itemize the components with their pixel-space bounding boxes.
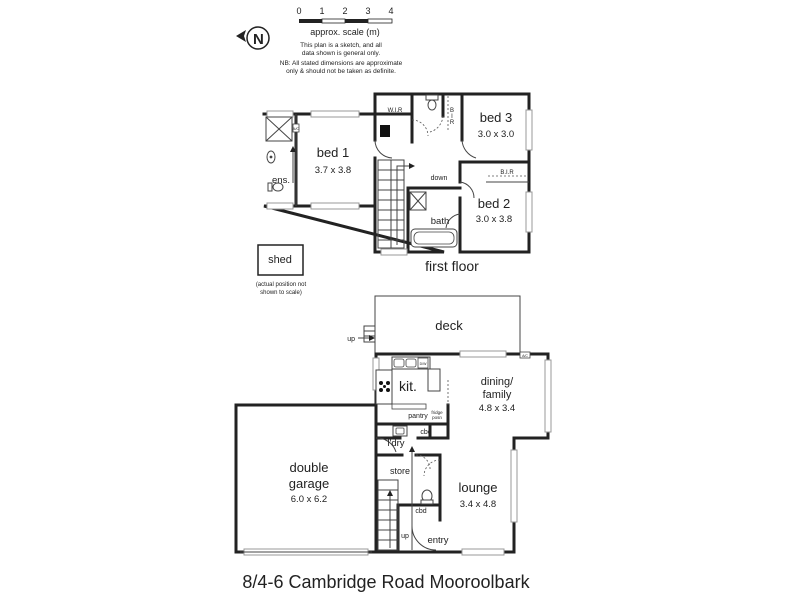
bir-top-b: B bbox=[450, 108, 454, 114]
scale-tick-4: 4 bbox=[388, 6, 393, 16]
scale-tick-1: 1 bbox=[319, 6, 324, 16]
shed-note-line-2: shown to scale) bbox=[260, 290, 302, 296]
garage-dims: 6.0 x 6.2 bbox=[291, 494, 327, 505]
first-floor-ac-label: A/C bbox=[293, 126, 300, 131]
shed-note-line-1: (actual position not bbox=[256, 282, 307, 288]
bir-side-label: B.I.R bbox=[500, 170, 514, 176]
bed-1-dims: 3.7 x 3.8 bbox=[315, 165, 351, 176]
ground-floor-plan: up deck D/W bbox=[234, 295, 552, 556]
ground-floor-ac-label: A/C bbox=[522, 354, 528, 358]
bed-1-name: bed 1 bbox=[317, 145, 350, 160]
scale-label: approx. scale (m) bbox=[310, 27, 380, 37]
cbd-bottom-label: cbd bbox=[415, 508, 426, 515]
store-label: store bbox=[390, 466, 410, 476]
laundry-label: l'dry bbox=[387, 438, 404, 449]
lounge-dims: 3.4 x 4.8 bbox=[460, 499, 496, 510]
wir-label: W.I.R bbox=[388, 108, 403, 114]
lounge-name: lounge bbox=[458, 480, 497, 495]
first-floor-stairs bbox=[377, 159, 415, 249]
bir-top-i: I bbox=[451, 114, 453, 120]
kitchen-label: kit. bbox=[399, 378, 417, 394]
scale-tick-0: 0 bbox=[296, 6, 301, 16]
scale-bar: 0 1 2 3 4 approx. scale (m) This plan is… bbox=[280, 6, 403, 75]
garage-label-line-1: double bbox=[289, 460, 328, 475]
scale-tick-3: 3 bbox=[365, 6, 370, 16]
property-address: 8/4-6 Cambridge Road Mooroolbark bbox=[242, 572, 530, 592]
scale-tick-2: 2 bbox=[342, 6, 347, 16]
shed-label: shed bbox=[268, 254, 292, 266]
scale-note-line-2: data shown is general only. bbox=[302, 50, 380, 57]
deck-up-label: up bbox=[347, 336, 355, 343]
scale-note-line-1: This plan is a sketch, and all bbox=[300, 42, 382, 49]
bed-2-name: bed 2 bbox=[478, 196, 511, 211]
fridge-label-line-1: fridge bbox=[431, 410, 443, 415]
ensuite-label: ens. bbox=[272, 175, 290, 186]
dining-label-line-1: dining/ bbox=[481, 376, 514, 388]
pantry-label: pantry bbox=[408, 413, 428, 420]
scale-nb-line-1: NB: All stated dimensions are approximat… bbox=[280, 60, 403, 67]
deck-label: deck bbox=[435, 318, 463, 333]
stairs-down-label: down bbox=[431, 175, 448, 182]
bed-3-dims: 3.0 x 3.0 bbox=[478, 129, 514, 140]
north-compass-icon: N bbox=[236, 26, 270, 50]
ground-floor-stairs bbox=[377, 479, 399, 551]
entry-label: entry bbox=[427, 535, 448, 546]
bed-3-name: bed 3 bbox=[480, 110, 513, 125]
first-floor-plan: A/C bbox=[262, 92, 533, 274]
dishwasher-label: D/W bbox=[420, 362, 428, 366]
bir-top-r: R bbox=[450, 120, 455, 126]
stairs-up-label: up bbox=[401, 533, 409, 540]
dining-dims: 4.8 x 3.4 bbox=[479, 403, 515, 414]
fridge-label-line-2: posn bbox=[432, 415, 442, 420]
bed-2-dims: 3.0 x 3.8 bbox=[476, 214, 512, 225]
scale-nb-line-2: only & should not be taken as definite. bbox=[286, 68, 396, 75]
dining-label-line-2: family bbox=[483, 389, 512, 401]
cbd-top-label: cbd bbox=[420, 429, 431, 436]
first-floor-title: first floor bbox=[425, 258, 479, 274]
bath-label: bath bbox=[431, 216, 450, 227]
compass-letter: N bbox=[253, 31, 264, 48]
garage-label-line-2: garage bbox=[289, 476, 329, 491]
shed: shed (actual position not shown to scale… bbox=[256, 244, 307, 296]
